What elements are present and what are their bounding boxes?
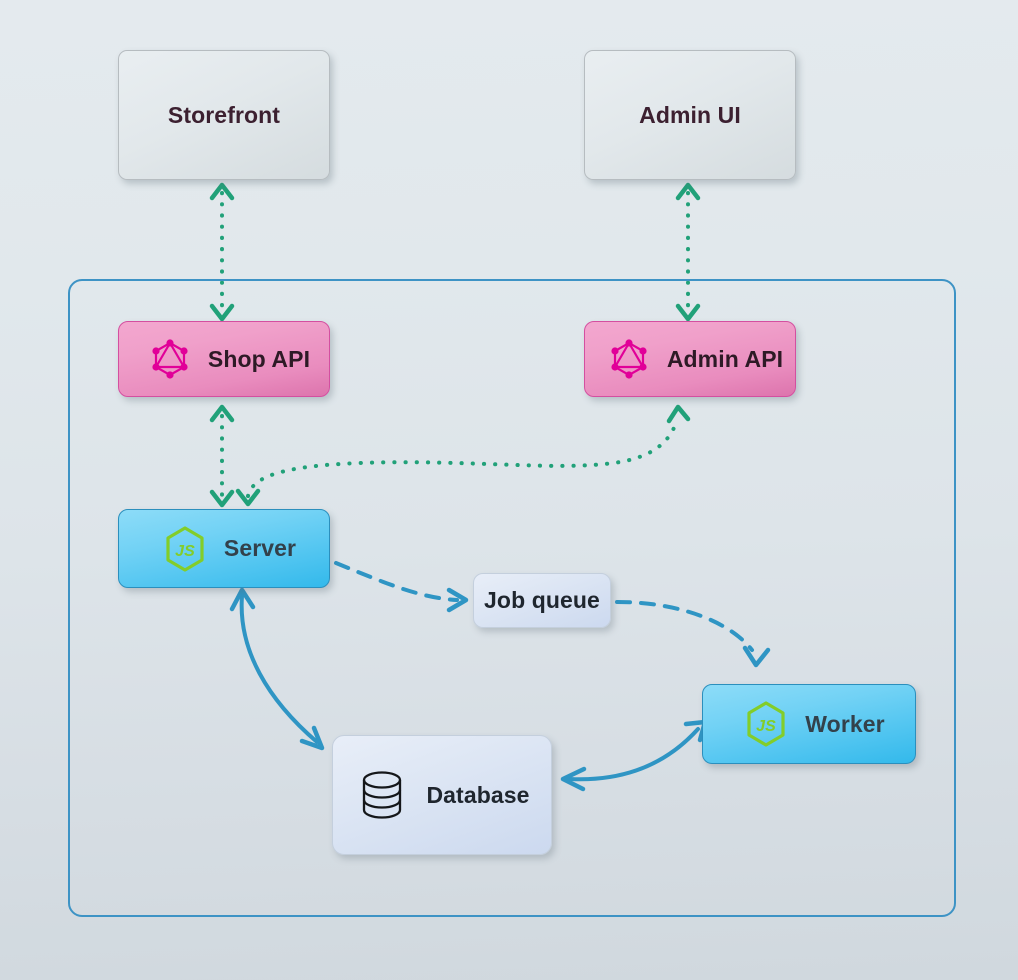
node-worker[interactable]: JS Worker [702,684,916,764]
node-storefront[interactable]: Storefront [118,50,330,180]
node-shop-api-label: Shop API [207,345,311,372]
node-worker-label: Worker [805,710,885,737]
database-cylinder-icon [358,768,406,822]
node-storefront-label: Storefront [167,101,281,128]
vendure-server-group [68,279,956,917]
node-shop-api[interactable]: Shop API [118,321,330,397]
graphql-icon [607,337,651,381]
node-admin-ui[interactable]: Admin UI [584,50,796,180]
node-admin-ui-label: Admin UI [639,101,741,128]
node-database[interactable]: Database [332,735,552,855]
node-server[interactable]: JS Server [118,509,330,588]
node-admin-api[interactable]: Admin API [584,321,796,397]
node-database-label: Database [426,781,530,808]
node-admin-api-label: Admin API [666,345,784,372]
graphql-icon [148,337,192,381]
node-job-queue[interactable]: Job queue [473,573,611,628]
nodejs-icon: JS [162,525,208,573]
svg-text:JS: JS [175,543,195,560]
node-job-queue-label: Job queue [484,587,600,613]
nodejs-icon: JS [743,700,789,748]
svg-text:JS: JS [756,718,776,735]
node-server-label: Server [223,535,297,561]
